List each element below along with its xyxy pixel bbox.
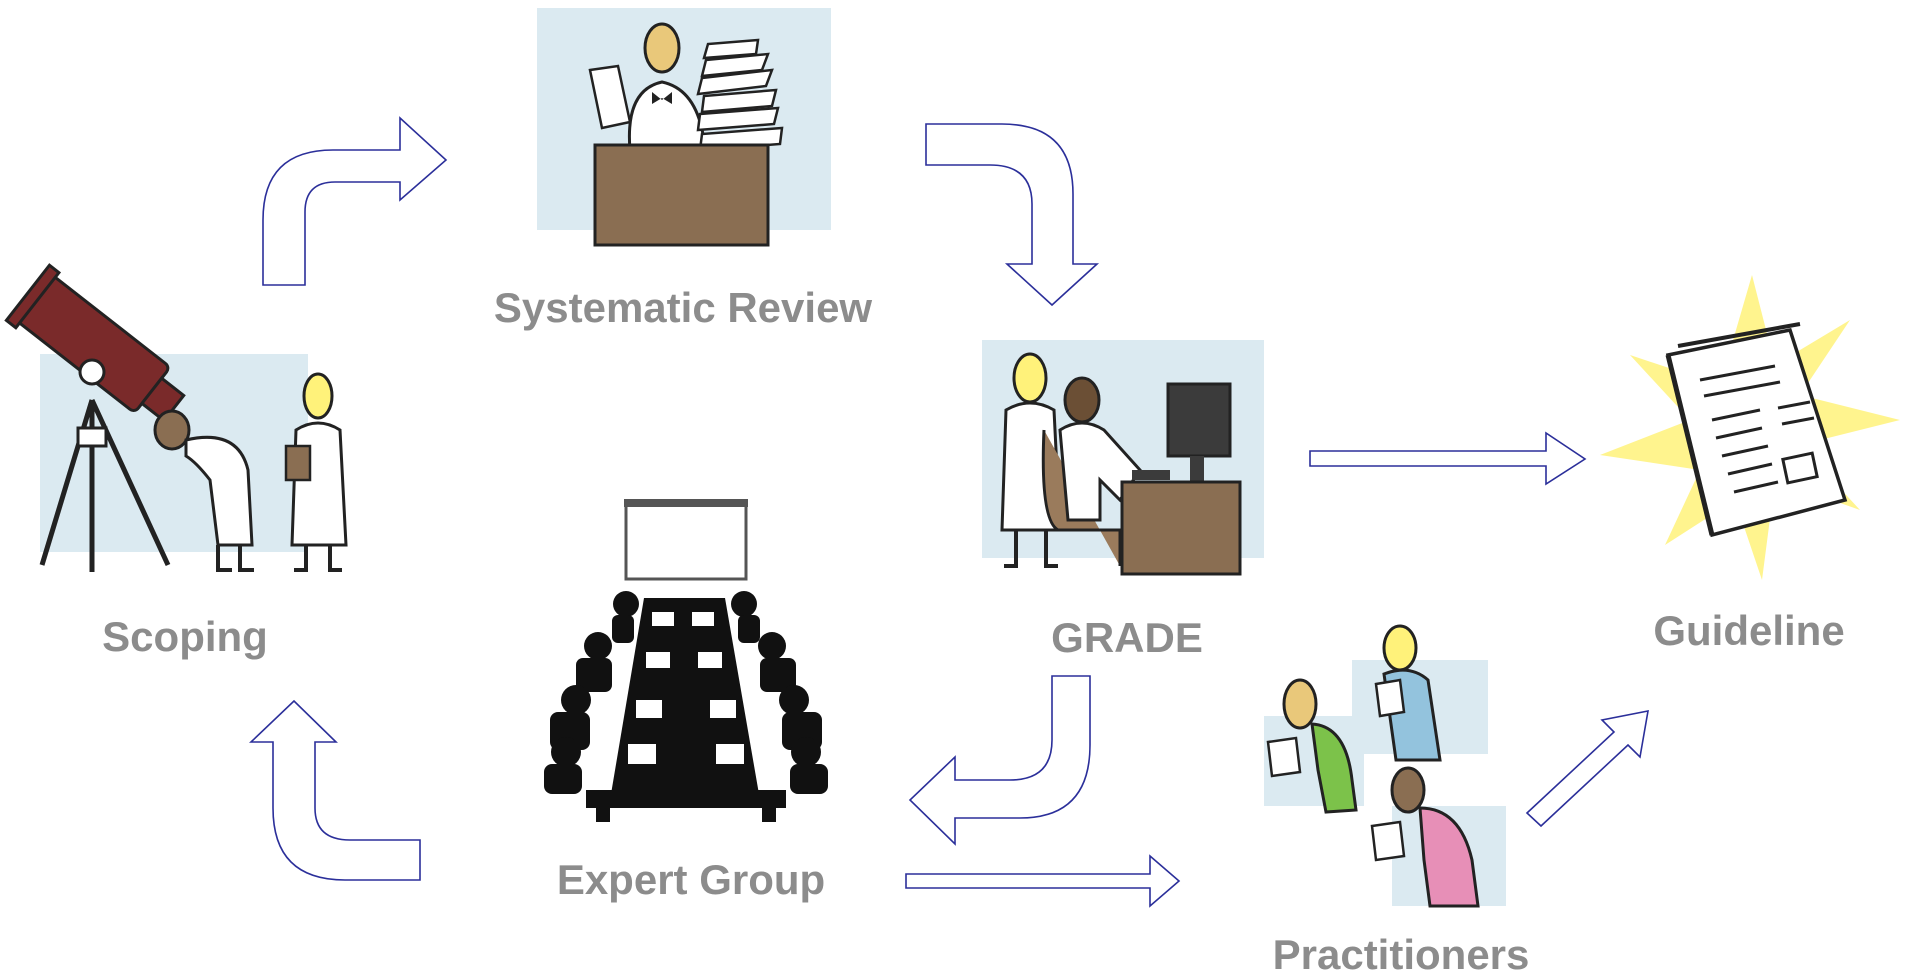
arrow-scoping-to-review [262, 116, 448, 286]
desk-paper-stack-icon [537, 8, 831, 247]
arrow-review-to-grade [925, 123, 1100, 307]
arrow-practitioners-to-guideline [1525, 709, 1649, 828]
computer-workstation-icon [982, 340, 1264, 576]
readers-group-icon [1264, 624, 1506, 908]
node-label-scoping: Scoping [102, 613, 268, 660]
node-label-expert-group: Expert Group [556, 856, 826, 903]
node-label-practitioners: Practitioners [1272, 931, 1530, 978]
glowing-book-icon [1600, 275, 1900, 580]
arrow-expert-to-practitioners [905, 854, 1181, 908]
telescope-scientists-icon [4, 263, 348, 572]
conference-table-icon [544, 499, 828, 822]
arrow-grade-to-guideline [1309, 431, 1587, 486]
node-label-guideline: Guideline [1653, 607, 1845, 654]
node-label-grade: GRADE [1051, 614, 1203, 661]
node-label-systematic-review: Systematic Review [493, 284, 873, 331]
arrow-expert-to-scoping [249, 699, 421, 881]
arrow-grade-to-expert [908, 675, 1091, 846]
